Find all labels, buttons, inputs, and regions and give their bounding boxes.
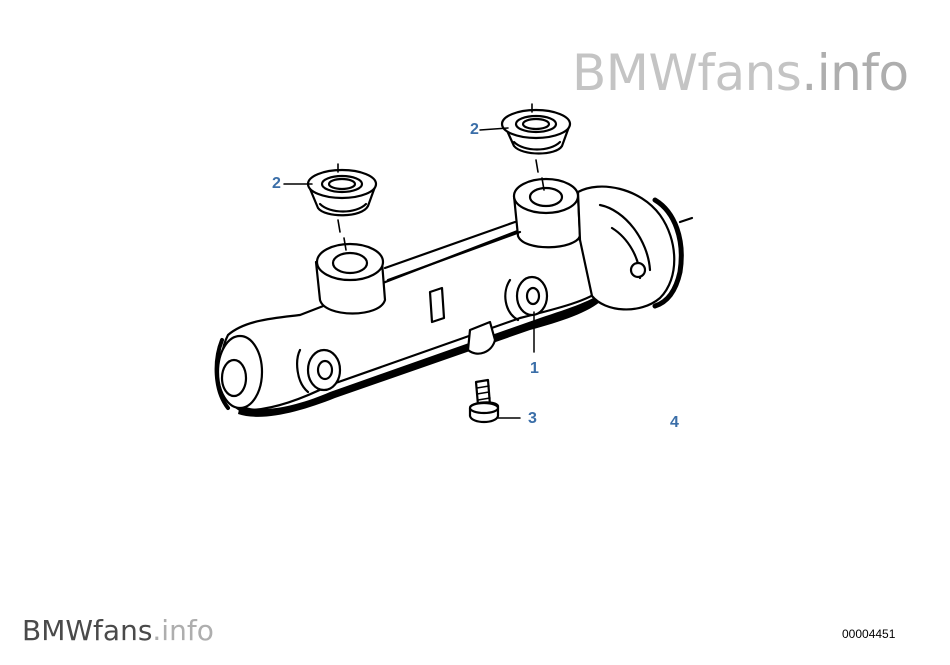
- document-number: 00004451: [842, 627, 896, 641]
- callout-1: 1: [530, 360, 539, 377]
- watermark-bottom-suffix: .info: [152, 614, 214, 647]
- mounting-flange: [576, 185, 676, 311]
- callout-2b: 2: [470, 121, 479, 138]
- reservoir-seal-left: [306, 163, 378, 251]
- watermark-top-brand: BMWfans: [572, 44, 802, 102]
- reservoir-seal-right: [500, 103, 572, 191]
- watermark-bottom: BMWfans.info: [22, 614, 214, 647]
- callout-3: 3: [528, 410, 537, 427]
- flange-bolt-hole: [629, 261, 647, 279]
- watermark-bottom-brand: BMWfans: [22, 614, 153, 647]
- lower-lug: [466, 320, 497, 355]
- watermark-top: BMWfans.info: [572, 44, 909, 102]
- callout-4: 4: [670, 414, 679, 431]
- callout-2a: 2: [272, 175, 281, 192]
- leader-line-2b: [479, 127, 509, 131]
- watermark-top-suffix: .info: [801, 44, 909, 102]
- bleed-screw: [468, 378, 500, 424]
